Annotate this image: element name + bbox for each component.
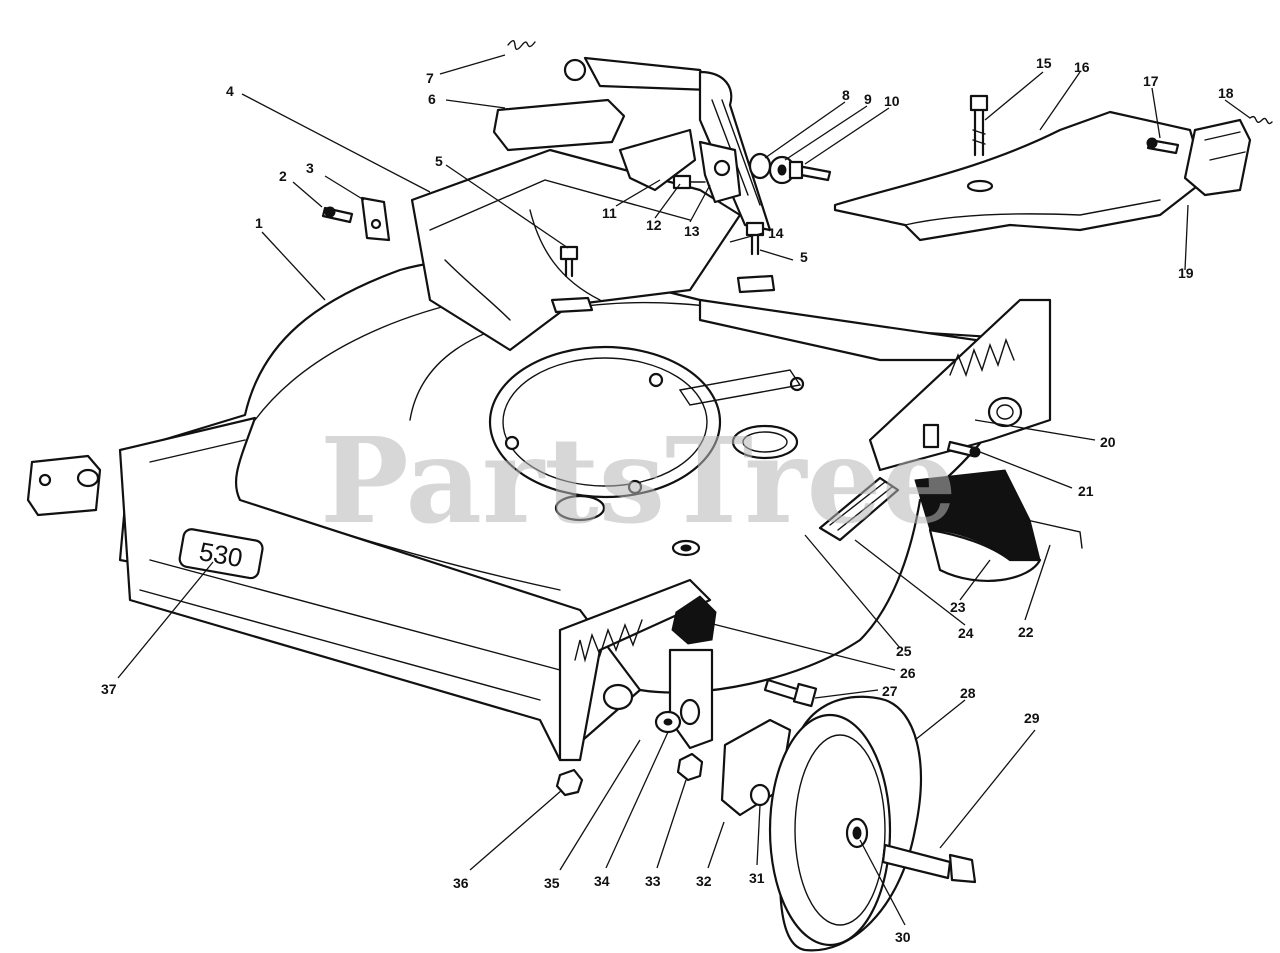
washer-34[interactable] [654, 710, 682, 734]
clip-3[interactable] [360, 196, 391, 242]
callout-29: 29 [1024, 710, 1040, 726]
callout-30: 30 [895, 929, 911, 945]
callout-8: 8 [842, 87, 850, 103]
watermark: PartsTree [320, 411, 957, 550]
height-gauge-decal[interactable] [818, 476, 900, 542]
wheel-28[interactable] [768, 695, 922, 952]
hinge-rod[interactable] [1017, 517, 1083, 549]
callout-5: 5 [800, 249, 808, 265]
callout-16: 16 [1074, 59, 1090, 75]
callout-labels: 1 2 3 4 5 5 6 7 8 9 10 11 12 13 14 15 16… [101, 55, 1234, 945]
callout-36: 36 [453, 875, 469, 891]
washer-9[interactable] [768, 155, 796, 185]
mower-deck[interactable]: 530 [118, 258, 1052, 762]
callout-9: 9 [864, 91, 872, 107]
callout-24: 24 [958, 625, 974, 641]
deck-decal-number: 530 [197, 536, 245, 573]
screw-17[interactable] [1146, 137, 1180, 155]
callout-13: 13 [684, 223, 700, 239]
nut-33[interactable] [676, 752, 704, 782]
bolt-5-right[interactable] [736, 221, 776, 294]
bolt-5-left[interactable] [550, 245, 594, 314]
bolt-15[interactable] [969, 94, 989, 157]
spring-18[interactable] [1249, 115, 1273, 125]
callout-23: 23 [950, 599, 966, 615]
callout-10: 10 [884, 93, 900, 109]
callout-14: 14 [768, 225, 784, 241]
screw-21[interactable] [946, 440, 981, 458]
hinge-bracket-19[interactable] [1183, 118, 1252, 197]
leader-lines [117, 54, 1251, 926]
discharge-door[interactable] [833, 110, 1207, 242]
callout-4: 4 [226, 83, 234, 99]
spring-8[interactable] [748, 152, 772, 180]
callout-3: 3 [306, 160, 314, 176]
height-plug-26[interactable] [671, 595, 717, 645]
callout-22: 22 [1018, 624, 1034, 640]
callout-12: 12 [646, 217, 662, 233]
callout-2: 2 [279, 168, 287, 184]
callout-6: 6 [428, 91, 436, 107]
callout-35: 35 [544, 875, 560, 891]
callout-25: 25 [896, 643, 912, 659]
callout-20: 20 [1100, 434, 1116, 450]
bolt-27[interactable] [763, 678, 818, 708]
spring-7[interactable] [507, 39, 536, 51]
rear-flap[interactable] [914, 469, 1042, 582]
callout-19: 19 [1178, 265, 1194, 281]
callout-28: 28 [960, 685, 976, 701]
nut-36[interactable] [555, 768, 584, 797]
callout-1: 1 [255, 215, 263, 231]
callout-11: 11 [602, 205, 617, 221]
axle-bolt-29[interactable] [881, 843, 977, 884]
hardware-bolt-2[interactable] [321, 206, 354, 224]
callout-32: 32 [696, 873, 712, 889]
callout-5: 5 [435, 153, 443, 169]
callout-26: 26 [900, 665, 916, 681]
clip-20[interactable] [922, 423, 940, 449]
callout-21: 21 [1078, 483, 1094, 499]
callout-7: 7 [426, 70, 434, 86]
bolt-10[interactable] [788, 160, 832, 182]
side-bracket[interactable] [26, 454, 102, 517]
callout-17: 17 [1143, 73, 1159, 89]
callout-15: 15 [1036, 55, 1052, 71]
callout-18: 18 [1218, 85, 1234, 101]
callout-31: 31 [749, 870, 765, 886]
callout-33: 33 [645, 873, 661, 889]
callout-27: 27 [882, 683, 898, 699]
bolt-12[interactable] [672, 174, 706, 190]
callout-37: 37 [101, 681, 117, 697]
callout-34: 34 [594, 873, 610, 889]
wheel-bracket-32[interactable] [668, 648, 714, 750]
pivot-plate[interactable] [618, 128, 742, 204]
handle-bracket[interactable] [492, 56, 772, 232]
